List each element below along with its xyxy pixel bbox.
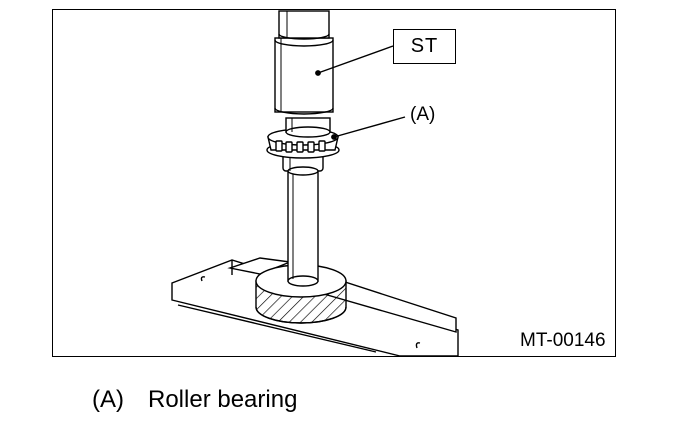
a-callout-label: (A): [410, 104, 436, 125]
st-callout-label: ST: [393, 29, 456, 64]
special-tool: [274, 10, 334, 115]
roller-bearing: [266, 117, 340, 159]
legend-text: Roller bearing: [148, 386, 298, 413]
a-leader-line: [333, 116, 406, 138]
st-leader-line: [317, 45, 394, 74]
figure-frame: [52, 9, 616, 357]
figure-id: MT-00146: [520, 330, 606, 351]
shaft: [282, 152, 324, 287]
legend-key: (A): [92, 386, 124, 413]
legend-caption: (A) Roller bearing: [92, 386, 297, 414]
